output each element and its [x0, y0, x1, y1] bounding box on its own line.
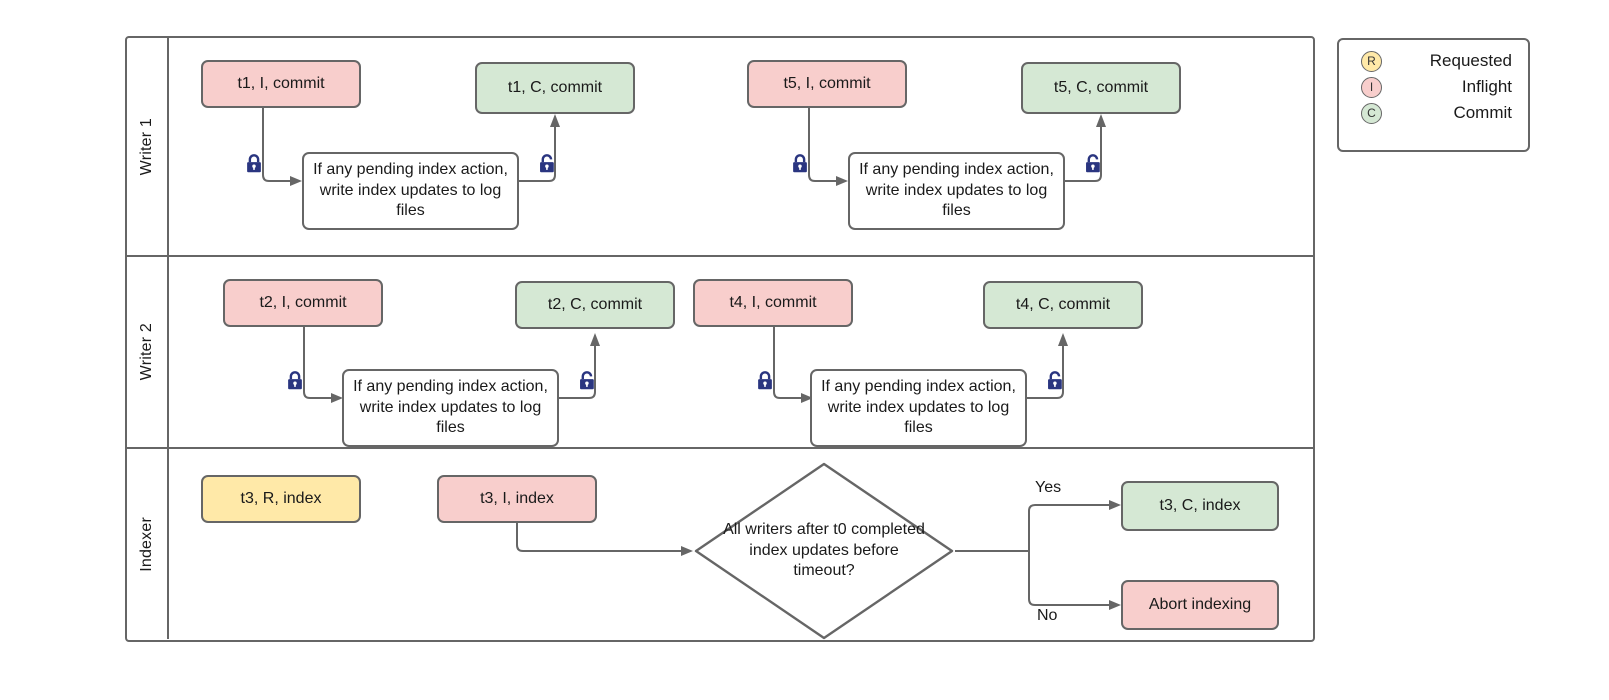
- node-t1-inflight[interactable]: t1, I, commit: [201, 60, 361, 108]
- decision-diamond[interactable]: All writers after t0 completed index upd…: [693, 461, 955, 641]
- lock-open-icon: [1086, 154, 1100, 173]
- node-t4-inflight[interactable]: t4, I, commit: [693, 279, 853, 327]
- edge-label-no: No: [1037, 607, 1058, 624]
- node-t3-requested[interactable]: t3, R, index: [201, 475, 361, 523]
- lock-closed-icon: [288, 371, 302, 390]
- node-label: t2, C, commit: [547, 295, 643, 313]
- legend-box: R Requested I Inflight C Commit: [1337, 38, 1530, 152]
- node-label: t4, C, commit: [1015, 295, 1111, 313]
- lock-closed-icon: [247, 154, 261, 173]
- badge-symbol: R: [1367, 54, 1376, 68]
- lane-body-writer-2: t2, I, commit If any pending index actio…: [169, 257, 1313, 447]
- lane-body-writer-1: t1, I, commit If any pending index actio…: [169, 38, 1313, 255]
- node-label: If any pending index action, write index…: [353, 378, 548, 437]
- node-t5-inflight[interactable]: t5, I, commit: [747, 60, 907, 108]
- legend-label-inflight: Inflight: [1461, 77, 1512, 96]
- node-label: If any pending index action, write index…: [859, 161, 1054, 220]
- lane-writer-2: Writer 2 t2, I, commit If any: [127, 257, 1313, 449]
- legend-label-requested: Requested: [1429, 51, 1512, 70]
- lock-open-icon: [1048, 371, 1062, 390]
- lane-header-indexer: Indexer: [127, 449, 169, 639]
- badge-symbol: C: [1367, 106, 1376, 120]
- node-label: t3, C, index: [1159, 496, 1241, 514]
- lane-label-writer-1: Writer 1: [138, 117, 155, 176]
- legend-item-commit: C Commit: [1361, 100, 1514, 126]
- decision-text: All writers after t0 completed index upd…: [723, 520, 925, 580]
- node-t1-commit[interactable]: t1, C, commit: [475, 62, 635, 114]
- lock-open-icon: [540, 154, 554, 173]
- node-label: Abort indexing: [1148, 595, 1252, 613]
- node-label: t1, C, commit: [507, 78, 603, 96]
- node-t3-inflight[interactable]: t3, I, index: [437, 475, 597, 523]
- lane-header-writer-2: Writer 2: [127, 257, 169, 447]
- lock-closed-icon: [758, 371, 772, 390]
- legend-label-commit: Commit: [1453, 103, 1512, 122]
- lane-body-indexer: t3, R, index t3, I, index All writers af…: [169, 449, 1313, 641]
- decision-label: All writers after t0 completed index upd…: [693, 461, 955, 641]
- node-t1-process[interactable]: If any pending index action, write index…: [302, 152, 519, 230]
- badge-symbol: I: [1369, 80, 1374, 94]
- node-label: t3, R, index: [240, 489, 322, 507]
- node-t3-commit[interactable]: t3, C, index: [1121, 481, 1279, 531]
- diamond-shape: [694, 462, 954, 640]
- node-t2-inflight[interactable]: t2, I, commit: [223, 279, 383, 327]
- node-t4-commit[interactable]: t4, C, commit: [983, 281, 1143, 329]
- badge-inflight-icon: I: [1361, 76, 1382, 98]
- lane-header-writer-1: Writer 1: [127, 38, 169, 255]
- node-t2-process[interactable]: If any pending index action, write index…: [342, 369, 559, 447]
- lane-label-indexer: Indexer: [138, 516, 155, 572]
- node-label: t3, I, index: [480, 489, 554, 507]
- node-label: t2, I, commit: [259, 293, 347, 311]
- lock-closed-icon: [793, 154, 807, 173]
- badge-requested-icon: R: [1361, 50, 1382, 72]
- lane-label-writer-2: Writer 2: [138, 323, 155, 381]
- node-label: If any pending index action, write index…: [313, 161, 508, 220]
- node-label: t5, I, commit: [783, 74, 871, 92]
- node-label: t5, C, commit: [1053, 78, 1149, 96]
- legend-item-requested: R Requested: [1361, 48, 1514, 74]
- badge-commit-icon: C: [1361, 102, 1382, 124]
- lane-writer-1: Writer 1 t1, I,: [127, 38, 1313, 257]
- node-abort-indexing[interactable]: Abort indexing: [1121, 580, 1279, 630]
- node-t4-process[interactable]: If any pending index action, write index…: [810, 369, 1027, 447]
- node-label: t1, I, commit: [237, 74, 325, 92]
- node-t2-commit[interactable]: t2, C, commit: [515, 281, 675, 329]
- swimlane-pool: Writer 1 t1, I,: [125, 36, 1315, 642]
- edge-label-yes: Yes: [1035, 479, 1062, 496]
- node-label: t4, I, commit: [729, 293, 817, 311]
- legend-item-inflight: I Inflight: [1361, 74, 1514, 100]
- node-t5-commit[interactable]: t5, C, commit: [1021, 62, 1181, 114]
- lock-open-icon: [580, 371, 594, 390]
- lane-indexer: Indexer t3, R, index: [127, 449, 1313, 641]
- node-label: If any pending index action, write index…: [821, 378, 1016, 437]
- node-t5-process[interactable]: If any pending index action, write index…: [848, 152, 1065, 230]
